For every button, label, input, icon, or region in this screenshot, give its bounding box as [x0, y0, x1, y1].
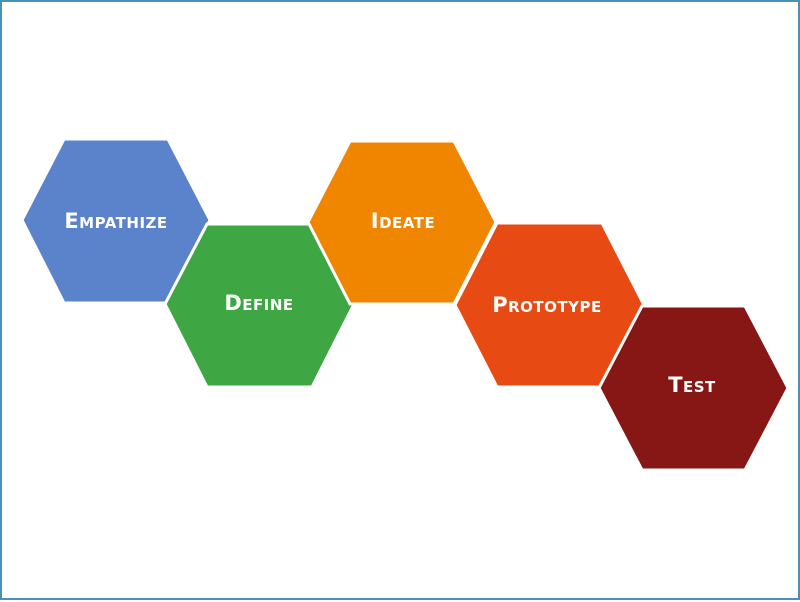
stage-label-test: Test	[668, 373, 716, 397]
hexagon-test	[597, 304, 790, 472]
stage-label-empathize: Empathize	[64, 209, 167, 233]
stage-prototype: Prototype	[453, 221, 646, 389]
stage-define: Define	[163, 222, 356, 389]
hexagon-empathize	[20, 137, 212, 305]
stage-empathize: Empathize	[20, 137, 212, 305]
stage-label-ideate: Ideate	[371, 209, 435, 233]
stage-label-prototype: Prototype	[492, 293, 602, 317]
stage-label-define: Define	[224, 291, 293, 315]
stage-test: Test	[597, 304, 790, 472]
